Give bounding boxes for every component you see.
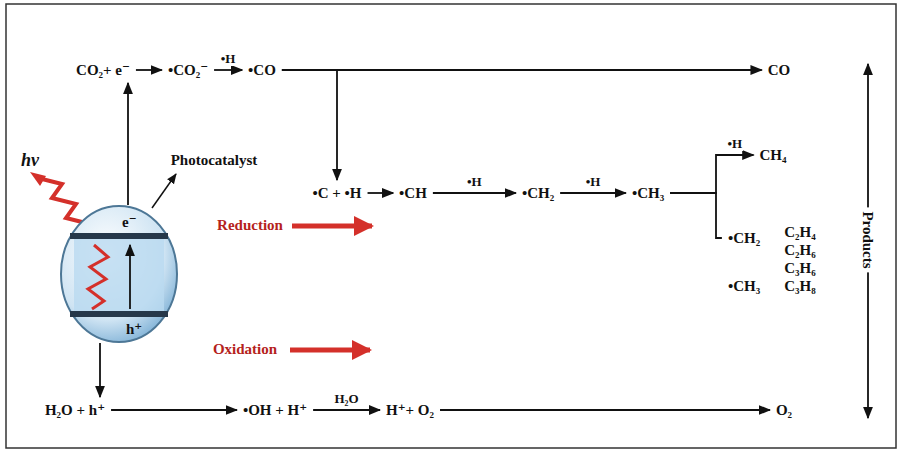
reaction-arrow	[368, 192, 394, 194]
reaction-arrow	[670, 193, 722, 238]
light-wave-tail	[30, 172, 46, 186]
reagent-label: •H	[585, 174, 602, 189]
species-text: •CH	[396, 183, 430, 203]
species-label: •C + •H	[312, 184, 361, 202]
reaction-arrow	[560, 192, 626, 194]
light-symbol: hν	[21, 151, 39, 169]
reaction-arrow	[99, 343, 101, 397]
species-label: C₂H₄	[784, 223, 816, 241]
species-label: •CH₃	[632, 184, 664, 202]
process-label: Reduction	[217, 216, 283, 234]
species-text: •CO₂⁻	[165, 60, 211, 80]
product-text: O₂	[773, 400, 795, 420]
reaction-arrow	[282, 70, 337, 180]
charge-carrier: h⁺	[126, 320, 142, 338]
species-text: •CH₂	[725, 228, 763, 248]
reaction-arrow	[313, 409, 380, 411]
species-text: •C + •H	[309, 183, 364, 203]
reduction-arrow	[292, 224, 372, 229]
species-label: •OH + H⁺	[243, 401, 307, 419]
product-text: CO	[765, 60, 794, 80]
charge-carrier: e⁻	[122, 213, 137, 231]
reaction-arrow	[440, 409, 770, 411]
reaction-arrow	[127, 83, 129, 205]
species-text: •CH₃	[629, 183, 667, 203]
species-text: •OH + H⁺	[240, 400, 310, 420]
species-label: CH₄	[760, 146, 787, 164]
process-label: Oxidation	[213, 340, 277, 358]
frame-border	[6, 4, 896, 448]
band-gap	[74, 239, 164, 311]
species-text: •CO	[245, 60, 279, 80]
species-text: H₂O + h⁺	[42, 400, 108, 420]
species-text: H⁺+ O₂	[383, 400, 437, 420]
species-text: •CH₃	[725, 276, 763, 296]
reaction-arrow	[214, 69, 242, 71]
species-label: O₂	[776, 401, 792, 419]
reagent-label: H₂O	[333, 391, 359, 406]
oxidation-arrow	[290, 348, 370, 353]
species-text: CO₂+ e⁻	[73, 60, 133, 80]
axis-label: Products	[859, 207, 877, 272]
reaction-arrow	[282, 69, 762, 71]
species-label: CO₂+ e⁻	[76, 61, 130, 79]
reagent-label: •H	[220, 51, 237, 66]
species-label: •CH₃	[728, 277, 760, 295]
photocatalyst-circle: e⁻ h⁺	[60, 205, 178, 343]
reagent-label: •H	[726, 136, 743, 151]
reagent-label: •H	[466, 174, 483, 189]
leader-arrow	[152, 174, 176, 208]
species-label: CO	[768, 61, 791, 79]
reaction-arrow	[670, 155, 753, 193]
catalyst-particle	[61, 206, 177, 342]
callout-label: Photocatalyst	[171, 151, 258, 169]
reaction-arrow	[136, 69, 162, 71]
excitation-arrow	[129, 245, 131, 309]
species-label: •CO	[248, 61, 276, 79]
species-label: •CH₂	[522, 184, 554, 202]
species-label: H₂O + h⁺	[45, 401, 105, 419]
product-list: C₂H₄C₂H₆C₃H₆C₃H₈	[781, 222, 819, 296]
species-label: H⁺+ O₂	[386, 401, 434, 419]
species-label: C₂H₆	[784, 241, 816, 259]
absorbed-wave	[88, 245, 108, 309]
valence-band	[70, 311, 168, 317]
photocatalyst-shape	[60, 205, 178, 343]
species-label: •CH	[399, 184, 427, 202]
species-label: C₃H₈	[784, 277, 816, 295]
species-label: •CO₂⁻	[168, 61, 208, 79]
reaction-arrow	[433, 192, 516, 194]
product-text: CH₄	[757, 145, 790, 165]
reaction-arrow	[111, 409, 237, 411]
species-label: C₃H₆	[784, 259, 816, 277]
species-label: •CH₂	[728, 229, 760, 247]
species-text: •CH₂	[519, 183, 557, 203]
conduction-band	[70, 233, 168, 239]
